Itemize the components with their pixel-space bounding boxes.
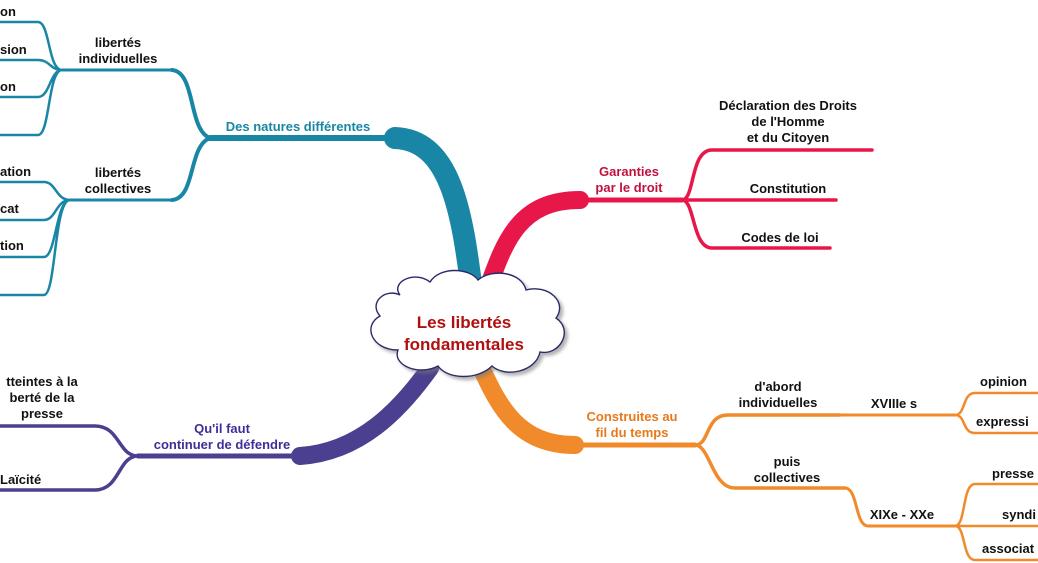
puis-leaves xyxy=(953,482,1038,562)
branch-garanties-label-line2[interactable]: par le droit xyxy=(595,180,663,195)
link-collectives xyxy=(170,136,212,202)
branch-natures-label[interactable]: Des natures différentes xyxy=(226,119,371,134)
branch-defendre-label-line2[interactable]: continuer de défendre xyxy=(154,437,291,452)
individuelles-leaf-1[interactable]: on xyxy=(0,4,16,19)
puis-link-era xyxy=(843,486,957,528)
node-individuelles-line1[interactable]: libertés xyxy=(95,35,141,50)
central-node[interactable]: Les libertés fondamentales xyxy=(370,269,565,378)
node-puis-era[interactable]: XIXe - XXe xyxy=(870,507,934,522)
abord-leaf-2[interactable]: expressi xyxy=(976,414,1029,429)
branch-construites-trunk xyxy=(471,356,584,454)
central-title-line2: fondamentales xyxy=(404,335,524,354)
leaf-atteintes-line2[interactable]: berté de la xyxy=(9,390,75,405)
branch-defendre-trunk xyxy=(291,359,439,465)
branch-defendre xyxy=(0,359,439,492)
central-cloud-shape xyxy=(370,269,565,378)
central-title-line1: Les libertés xyxy=(417,313,512,332)
node-abord-line1[interactable]: d'abord xyxy=(754,379,801,394)
individuelles-leaf-2[interactable]: sion xyxy=(0,42,27,57)
leaf-laicite[interactable]: Laïcité xyxy=(0,472,41,487)
collectives-leaf-2[interactable]: cat xyxy=(0,201,19,216)
branch-natures-trunk xyxy=(384,127,483,303)
abord-leaves xyxy=(953,391,1038,435)
individuelles-leaves xyxy=(0,20,64,137)
link-abord xyxy=(693,413,842,447)
abord-leaf-1[interactable]: opinion xyxy=(980,374,1027,389)
node-abord-line2[interactable]: individuelles xyxy=(739,395,818,410)
puis-leaf-3[interactable]: associat xyxy=(982,541,1035,556)
puis-leaf-2[interactable]: syndi xyxy=(1002,507,1036,522)
leaf-constitution[interactable]: Constitution xyxy=(750,181,827,196)
leaf-declaration-line2[interactable]: de l'Homme xyxy=(751,114,824,129)
node-collectives-line1[interactable]: libertés xyxy=(95,165,141,180)
leaf-codes-de-loi[interactable]: Codes de loi xyxy=(741,230,818,245)
leaf-atteintes-line3[interactable]: presse xyxy=(21,406,63,421)
leaf-atteintes-line1[interactable]: tteintes à la xyxy=(6,374,78,389)
collectives-leaves xyxy=(0,180,72,297)
branch-construites-label-line1[interactable]: Construites au xyxy=(586,409,677,424)
branch-garanties-trunk xyxy=(479,191,589,297)
branch-construites xyxy=(471,356,1038,562)
defendre-leaves xyxy=(0,424,140,492)
link-individuelles xyxy=(170,68,212,140)
leaf-declaration-line3[interactable]: et du Citoyen xyxy=(747,130,829,145)
individuelles-leaf-3[interactable]: on xyxy=(0,79,16,94)
garanties-leaves xyxy=(680,148,874,250)
puis-leaf-1[interactable]: presse xyxy=(992,466,1034,481)
branch-construites-label-line2[interactable]: fil du temps xyxy=(596,425,669,440)
node-collectives-line2[interactable]: collectives xyxy=(85,181,152,196)
node-abord-era[interactable]: XVIIIe s xyxy=(871,396,917,411)
branch-garanties-label-line1[interactable]: Garanties xyxy=(599,164,659,179)
node-individuelles-line2[interactable]: individuelles xyxy=(79,51,158,66)
node-puis-line1[interactable]: puis xyxy=(774,454,801,469)
leaf-declaration-line1[interactable]: Déclaration des Droits xyxy=(719,98,857,113)
node-puis-line2[interactable]: collectives xyxy=(754,470,821,485)
branch-natures xyxy=(0,20,483,303)
link-puis xyxy=(693,443,847,490)
branch-garanties xyxy=(479,148,874,297)
collectives-leaf-3[interactable]: tion xyxy=(0,238,24,253)
collectives-leaf-1[interactable]: ation xyxy=(0,164,31,179)
branch-defendre-label-line1[interactable]: Qu'il faut xyxy=(194,421,250,436)
